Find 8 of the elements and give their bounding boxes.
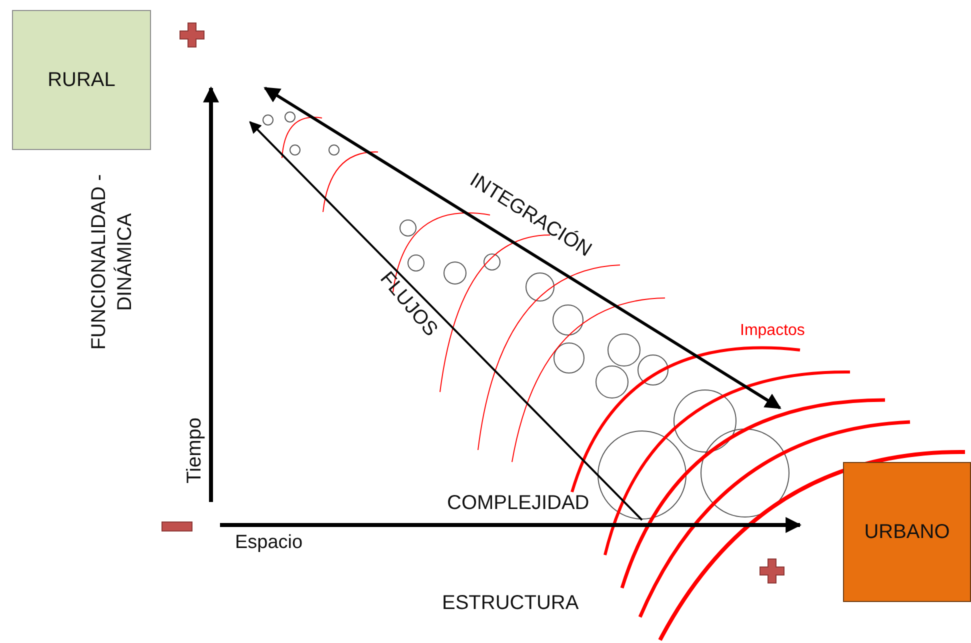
category-box: RURAL [12, 10, 151, 150]
axis-title: FUNCIONALIDAD - DINÁMICA [87, 173, 137, 352]
axis-title: ESTRUCTURA [442, 592, 579, 615]
category-box: URBANO [843, 462, 971, 602]
axis-label: Tiempo [183, 417, 206, 483]
axis-title: COMPLEJIDAD [447, 492, 590, 515]
arcs-label: Impactos [740, 322, 805, 340]
axis-label: Espacio [235, 532, 303, 554]
